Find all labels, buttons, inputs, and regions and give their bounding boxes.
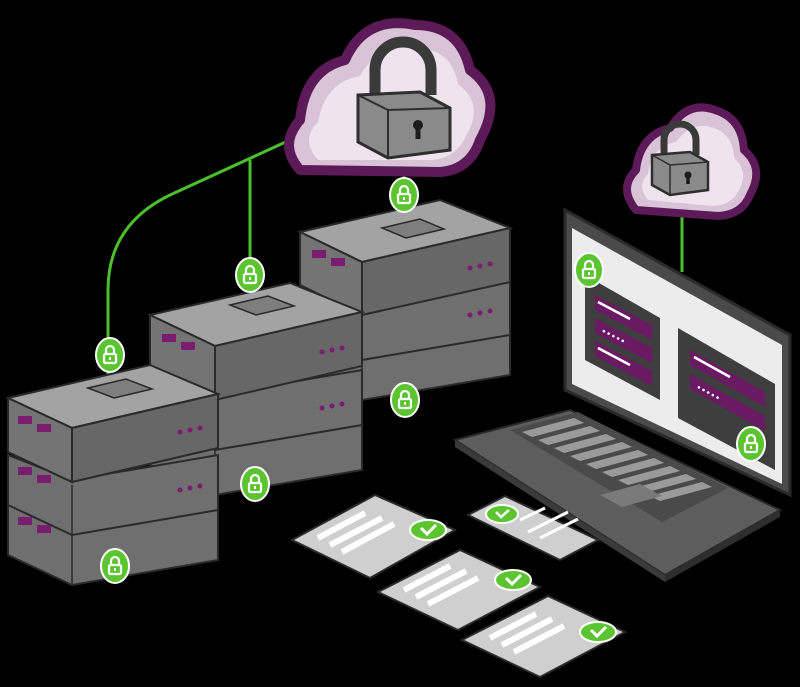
padlock-icon bbox=[390, 382, 420, 418]
check-icon bbox=[494, 569, 532, 591]
padlock-icon bbox=[235, 257, 265, 293]
server-stack-left bbox=[4, 363, 222, 587]
check-icon bbox=[579, 621, 617, 643]
server-unit bbox=[7, 453, 219, 537]
password-field bbox=[595, 318, 652, 363]
check-icon bbox=[485, 504, 519, 524]
server-unit-top bbox=[146, 281, 366, 402]
padlock-icon bbox=[736, 426, 766, 462]
username-field bbox=[595, 295, 652, 340]
login-panel-left: ••••• bbox=[585, 275, 660, 400]
padlock-icon bbox=[100, 548, 130, 584]
document-card bbox=[375, 548, 543, 632]
server-unit-top bbox=[297, 198, 514, 317]
cloud-main bbox=[284, 18, 496, 177]
padlock-icon bbox=[240, 466, 270, 502]
submit-field bbox=[595, 341, 652, 386]
padlock-icon bbox=[389, 177, 419, 213]
cloud-laptop bbox=[623, 103, 761, 220]
document-card bbox=[289, 493, 458, 580]
trackpad bbox=[600, 484, 662, 507]
padlock-icon bbox=[574, 252, 604, 288]
laptop: ••••• ••••• bbox=[452, 207, 792, 582]
cloud-padlock-small-icon bbox=[650, 120, 710, 197]
keyboard bbox=[510, 412, 728, 522]
verified-documents bbox=[289, 493, 628, 679]
cloud-padlock-icon bbox=[356, 36, 452, 160]
laptop-base-edge bbox=[455, 440, 665, 582]
padlock-badges bbox=[95, 177, 766, 584]
padlock-icon bbox=[95, 337, 125, 373]
connector-to-server-left bbox=[106, 138, 291, 385]
check-badges bbox=[409, 504, 617, 643]
server-unit-top bbox=[4, 363, 222, 484]
password-field bbox=[690, 374, 765, 431]
document-card bbox=[459, 594, 628, 679]
check-icon bbox=[409, 519, 447, 541]
